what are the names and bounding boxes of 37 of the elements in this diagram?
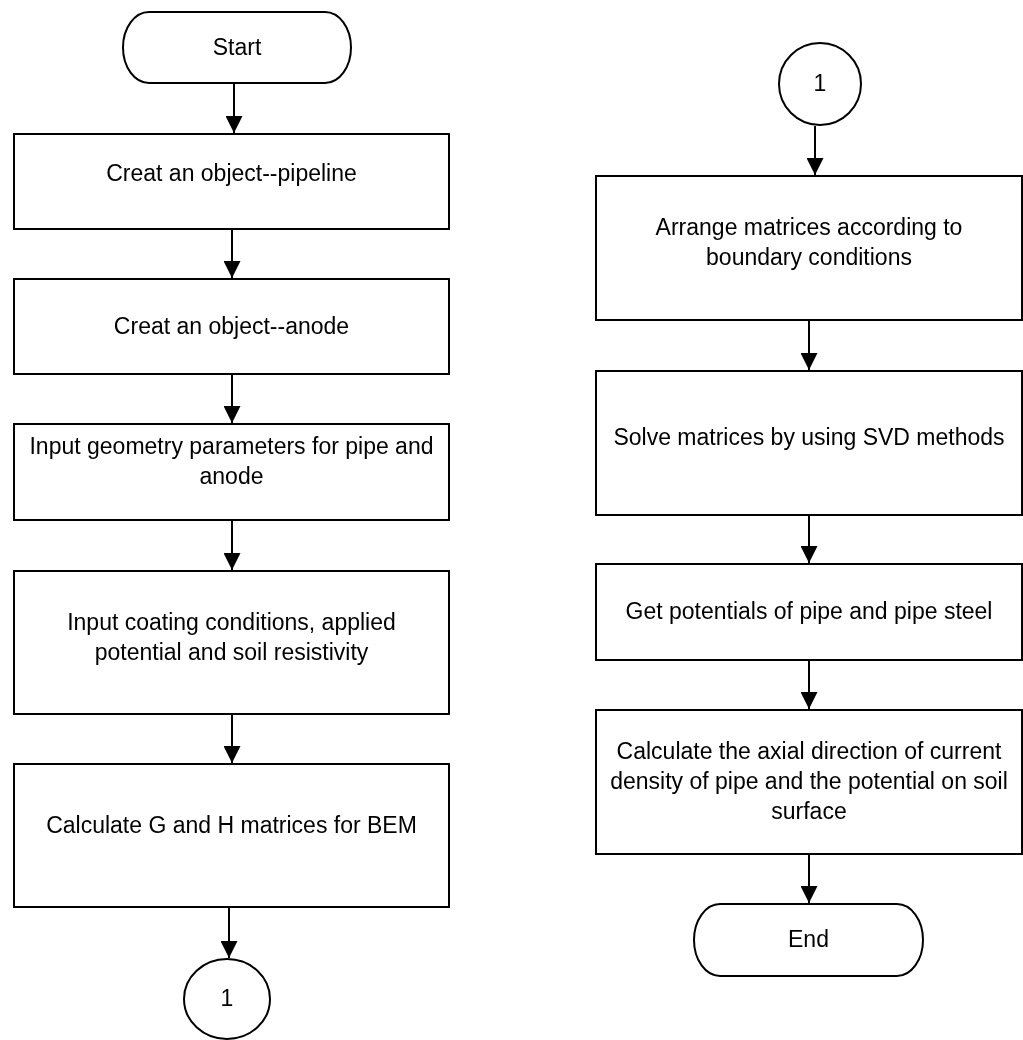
step-text: End <box>787 925 830 955</box>
arrow <box>223 520 241 571</box>
step-text: Get potentials of pipe and pipe steel <box>624 597 994 627</box>
arrow <box>223 714 241 764</box>
step-text: 1 <box>219 984 235 1014</box>
connector-circle <box>183 958 271 1040</box>
process-box <box>595 370 1023 516</box>
process-box <box>13 570 450 715</box>
step-text: Arrange matrices according to boundary conditions <box>654 213 964 272</box>
step-text: Creat an object--pipeline <box>105 159 358 189</box>
process-box <box>595 709 1023 855</box>
step-text: Calculate G and H matrices for BEM <box>45 810 418 840</box>
step-text: Calculate the axial direction of current density of pipe and the potential on soil surface <box>609 737 1009 826</box>
step-text: Creat an object--anode <box>112 311 351 341</box>
arrow <box>806 125 824 176</box>
process-box <box>13 763 450 908</box>
process-box <box>13 278 450 375</box>
arrow <box>800 320 818 371</box>
arrow <box>800 854 818 904</box>
arrow <box>223 374 241 424</box>
arrow <box>225 83 243 134</box>
arrow <box>800 515 818 564</box>
terminator-shape <box>122 11 352 84</box>
step-text: Start <box>211 32 263 62</box>
step-text: Input geometry parameters for pipe and anode <box>28 432 435 491</box>
terminator-shape <box>693 903 924 977</box>
process-box <box>13 133 450 230</box>
step-text: Input coating conditions, applied potential and soil resistivity <box>66 607 397 667</box>
process-box <box>595 563 1023 661</box>
arrow <box>223 229 241 279</box>
arrow <box>220 907 238 959</box>
step-text: 1 <box>812 69 828 99</box>
process-box <box>13 423 450 521</box>
arrow <box>800 660 818 710</box>
process-box <box>595 175 1023 321</box>
step-text: Solve matrices by using SVD methods <box>612 423 1006 453</box>
connector-circle <box>778 42 862 126</box>
